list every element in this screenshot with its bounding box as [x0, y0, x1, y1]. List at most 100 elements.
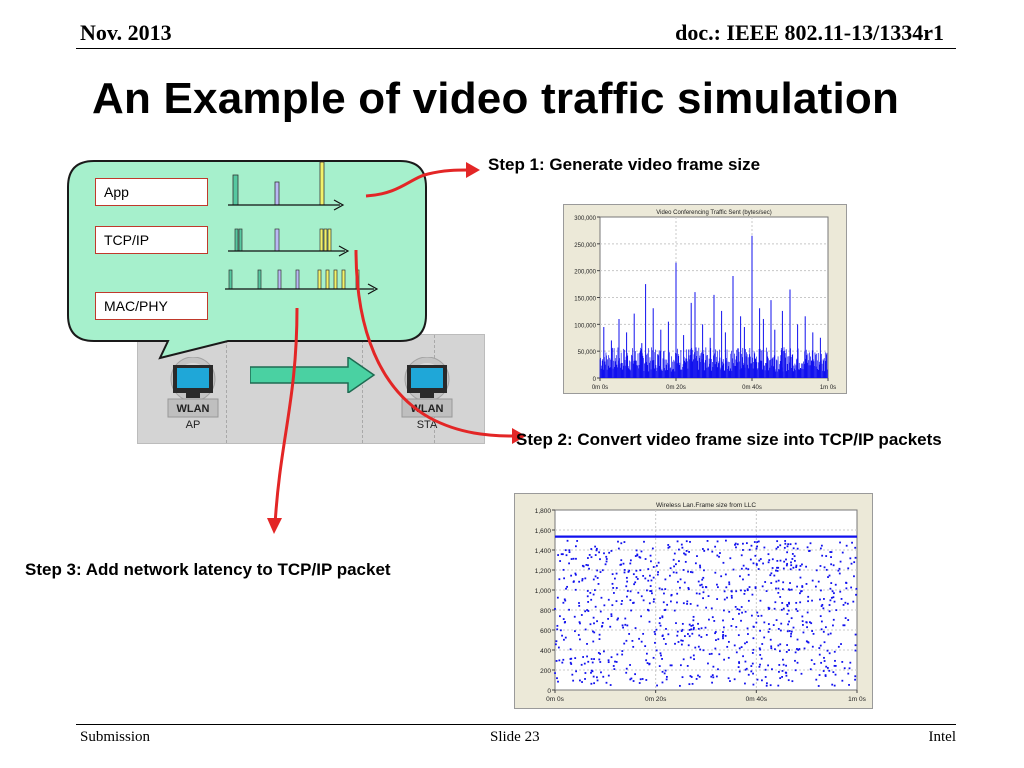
packet-point: [676, 592, 679, 595]
packet-point: [691, 682, 694, 685]
packet-point: [555, 640, 558, 643]
packet-point: [770, 582, 773, 584]
packet-point: [786, 613, 789, 615]
packet-point: [676, 630, 679, 633]
packet-point: [636, 578, 639, 580]
packet-point: [756, 545, 759, 548]
packet-point: [610, 613, 613, 616]
packet-point: [831, 683, 834, 686]
packet-point: [852, 600, 855, 603]
packet-point: [676, 634, 679, 637]
packet-point: [806, 546, 809, 549]
packet-point: [635, 549, 638, 552]
packet-point: [791, 558, 794, 560]
packet-point: [733, 644, 736, 647]
packet-point: [678, 548, 680, 551]
packet-point: [800, 672, 803, 675]
packet-point: [592, 578, 595, 581]
packet-point: [665, 675, 668, 678]
packet-point: [806, 626, 808, 629]
packet-point: [735, 590, 738, 593]
packet-point: [570, 663, 573, 665]
packet-point: [647, 579, 650, 582]
packet-point: [648, 662, 651, 665]
step-2-caption: Step 2: Convert video frame size into TC…: [516, 430, 942, 449]
packet-point: [786, 630, 789, 633]
packet-point: [559, 615, 561, 618]
packet-point: [632, 645, 635, 648]
packet-point: [847, 672, 850, 675]
packet-point: [698, 592, 701, 595]
packet-point: [838, 572, 841, 575]
packet-point: [686, 665, 689, 667]
packet-point: [745, 542, 748, 545]
packet-point: [752, 637, 755, 640]
ap-label: AP: [185, 419, 201, 431]
packet-point: [563, 598, 566, 601]
packet-point: [561, 661, 564, 664]
packet-point: [614, 660, 616, 663]
packet-point: [759, 663, 761, 666]
packet-point: [579, 622, 581, 625]
packet-point: [824, 626, 827, 629]
packet-point: [771, 567, 774, 569]
packet-point: [779, 643, 782, 646]
packet-point: [640, 640, 643, 643]
packet-point: [714, 647, 717, 650]
packet-point: [724, 573, 727, 576]
packet-point: [620, 542, 623, 545]
packet-point: [700, 583, 703, 586]
packet-point: [596, 577, 599, 579]
packet-point: [687, 588, 690, 591]
packet-point: [848, 684, 850, 686]
packet-point: [578, 602, 580, 604]
packet-point: [833, 664, 836, 667]
packet-point: [727, 677, 730, 680]
packet-point: [634, 627, 637, 629]
packet-point: [681, 676, 684, 679]
y-tick-label: 250,000: [574, 243, 596, 249]
packet-point: [565, 554, 568, 557]
packet-point: [786, 605, 789, 608]
packet-point: [610, 656, 613, 659]
packet-point: [602, 675, 605, 678]
packet-point: [705, 586, 707, 588]
packet-point: [646, 589, 648, 592]
packet-point: [728, 581, 731, 584]
packet-point: [819, 565, 822, 567]
packet-point: [690, 676, 693, 678]
packet-point: [582, 656, 585, 658]
packet-point: [788, 649, 790, 651]
packet-point: [632, 573, 635, 576]
packet-point: [855, 593, 857, 596]
packet-point: [558, 659, 561, 662]
packet-point: [628, 569, 631, 572]
packet-point: [608, 551, 611, 554]
packet-point: [752, 683, 755, 686]
packet-point: [661, 681, 664, 684]
packet-point: [607, 617, 609, 620]
packet-point: [844, 617, 847, 620]
packet-point: [663, 592, 665, 595]
packet-point: [776, 540, 779, 543]
packet-point: [607, 659, 610, 662]
packet-point: [845, 587, 848, 590]
packet-point: [752, 648, 755, 651]
packet-point: [788, 601, 790, 604]
packet-point: [806, 611, 809, 614]
packet-point: [634, 581, 637, 584]
packet-point: [705, 634, 708, 636]
packet-point: [621, 600, 623, 602]
packet-point: [787, 543, 790, 546]
packet-point: [686, 602, 688, 605]
packet-point: [773, 574, 776, 577]
packet-point: [568, 562, 570, 565]
packet-point: [791, 553, 794, 555]
packet-point: [770, 572, 773, 575]
packet-point: [711, 681, 713, 684]
packet-point: [782, 663, 785, 666]
packet-point: [677, 641, 680, 643]
packet-point: [664, 608, 667, 611]
packet-point: [692, 619, 695, 622]
packet-point: [638, 637, 640, 640]
